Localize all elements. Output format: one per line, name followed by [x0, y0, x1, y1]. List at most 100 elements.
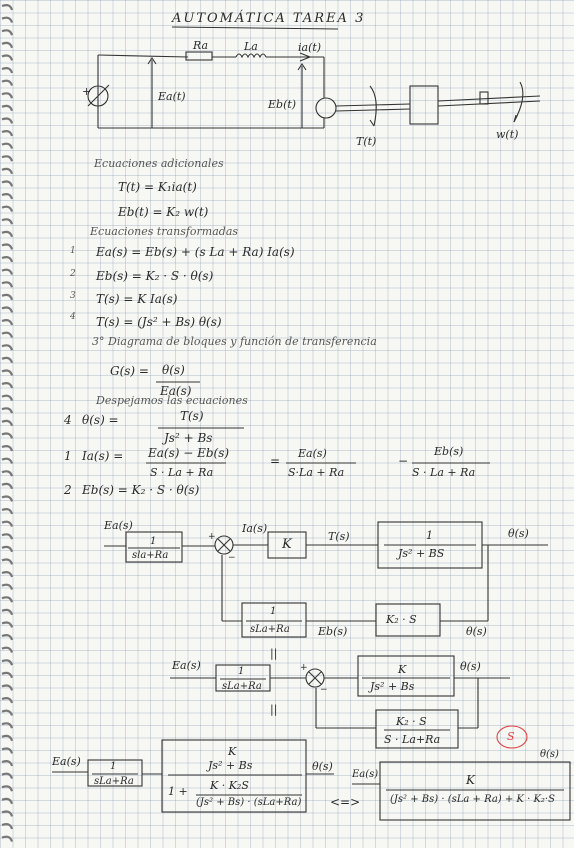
ia-label: ia(t) — [298, 41, 322, 54]
d1-fb1-num: 1 — [270, 606, 277, 617]
spiral-ring — [1, 356, 14, 364]
d1-t-label: T(s) — [328, 530, 350, 543]
d1-b1-den: sla+Ra — [132, 550, 169, 561]
ea-label: Ea(t) — [158, 90, 186, 103]
spiral-ring — [1, 520, 14, 527]
d3-final-den: (Js² + Bs) · (sLa + Ra) + K · K₂·S — [390, 794, 555, 805]
omega-label: w(t) — [496, 128, 519, 141]
spiral-ring — [1, 104, 14, 112]
eb-label: Eb(t) — [268, 98, 297, 111]
spiral-ring — [1, 747, 14, 754]
d2-input-label: Ea(s) — [172, 659, 201, 672]
spiral-ring — [1, 16, 14, 23]
spiral-ring — [1, 810, 14, 817]
eq-tr-line-2: Eb(s) = K₂ · S · θ(s) — [96, 269, 214, 283]
eq4-lhs: θ(s) = — [82, 413, 119, 427]
spiral-ring — [1, 734, 14, 742]
d2-equiv-2: || — [270, 703, 278, 716]
spiral-ring — [1, 117, 14, 124]
spiral-ring — [1, 760, 14, 767]
d2-sum-plus: + — [300, 663, 308, 673]
spiral-ring — [1, 571, 14, 578]
spiral-ring — [1, 394, 14, 401]
eq-tr-num-3: 3 — [70, 291, 76, 301]
d3-big-num-num: K — [228, 745, 237, 758]
spiral-ring — [1, 697, 14, 704]
spiral-ring — [1, 684, 14, 691]
g-lhs: G(s) = — [110, 364, 149, 378]
d2-red-badge: S — [507, 730, 515, 743]
spiral-ring — [1, 558, 14, 565]
d3-equivalence-arrow: <=> — [330, 795, 361, 809]
spiral-ring — [1, 634, 14, 641]
spiral-ring — [1, 142, 14, 149]
spiral-ring — [1, 457, 14, 464]
spiral-ring — [1, 659, 14, 666]
d3-final-num: K — [466, 773, 475, 787]
d1-k-block: K — [282, 537, 292, 552]
eq-tr-line-3: T(s) = K Ia(s) — [96, 292, 178, 306]
eq-tr-num-2: 2 — [70, 269, 76, 279]
eq4-number: 4 — [64, 413, 72, 427]
eq1-equals: = — [270, 454, 281, 468]
d2-fwd-num: K — [398, 663, 407, 676]
spiral-ring — [1, 785, 14, 792]
eq1-minus: − — [398, 454, 409, 468]
la-label: La — [244, 40, 258, 53]
d3-output-label: θ(s) — [312, 760, 333, 773]
d2-fwd-den: Js² + Bs — [370, 680, 415, 693]
d2-fb-den: S · La+Ra — [384, 733, 441, 746]
d1-k2s-block: K₂ · S — [386, 613, 417, 626]
section3-heading: 3° Diagrama de bloques y función de tran… — [92, 335, 377, 348]
spiral-ring — [1, 180, 14, 187]
d2-output-label: θ(s) — [460, 660, 481, 673]
eq-tr-heading: Ecuaciones transformadas — [90, 225, 239, 238]
spiral-ring — [1, 432, 14, 439]
spiral-ring — [1, 281, 14, 288]
spiral-ring — [1, 470, 14, 477]
eq-tr-line-1: Ea(s) = Eb(s) + (s La + Ra) Ia(s) — [96, 245, 295, 259]
d3-big-den-num: K · K₂S — [210, 779, 249, 792]
spiral-ring — [1, 319, 14, 326]
spiral-ring — [1, 256, 14, 263]
spiral-ring — [1, 722, 14, 729]
page-title: AUTOMÁTICA TAREA 3 — [172, 11, 366, 26]
spiral-ring — [1, 407, 14, 414]
eq-add-line-2: Eb(t) = K₂ w(t) — [118, 205, 209, 219]
d1-b3-num: 1 — [426, 529, 433, 542]
d1-output-label: θ(s) — [508, 527, 529, 540]
spiral-ring — [1, 382, 14, 389]
eq2-line: Eb(s) = K₂ · S · θ(s) — [82, 483, 200, 497]
d3-big-num-den: Js² + Bs — [208, 759, 253, 772]
spiral-ring — [1, 344, 14, 351]
d1-eb-label: Eb(s) — [318, 625, 348, 638]
spiral-ring — [1, 293, 14, 301]
d1-b3-den: Js² + BS — [398, 547, 445, 560]
spiral-ring — [1, 545, 14, 553]
spiral-ring — [1, 92, 14, 99]
eq1-number: 1 — [64, 449, 72, 463]
plus-sign: + — [82, 85, 92, 98]
d3-big-den-pre: 1 + — [168, 785, 188, 798]
spiral-ring — [1, 369, 14, 376]
d2-b1-num: 1 — [238, 666, 245, 677]
g-den: Ea(s) — [160, 384, 192, 398]
eq1-den: S · La + Ra — [150, 466, 214, 479]
spiral-ring — [1, 621, 14, 628]
spiral-ring — [1, 41, 14, 49]
spiral-ring — [1, 331, 14, 338]
spiral-ring — [1, 583, 14, 590]
spiral-ring — [1, 205, 14, 212]
g-num: θ(s) — [162, 363, 185, 377]
despejamos-heading: Despejamos las ecuaciones — [96, 394, 248, 407]
spiral-ring — [1, 243, 14, 250]
d1-ia-label: Ia(s) — [242, 522, 268, 535]
d2-sum-minus: − — [320, 685, 328, 695]
d1-b1-num: 1 — [150, 536, 157, 547]
spiral-ring — [1, 218, 14, 225]
eq-tr-num-4: 4 — [70, 312, 76, 322]
d2-b1-den: sLa+Ra — [222, 681, 262, 692]
spiral-ring — [1, 4, 14, 11]
